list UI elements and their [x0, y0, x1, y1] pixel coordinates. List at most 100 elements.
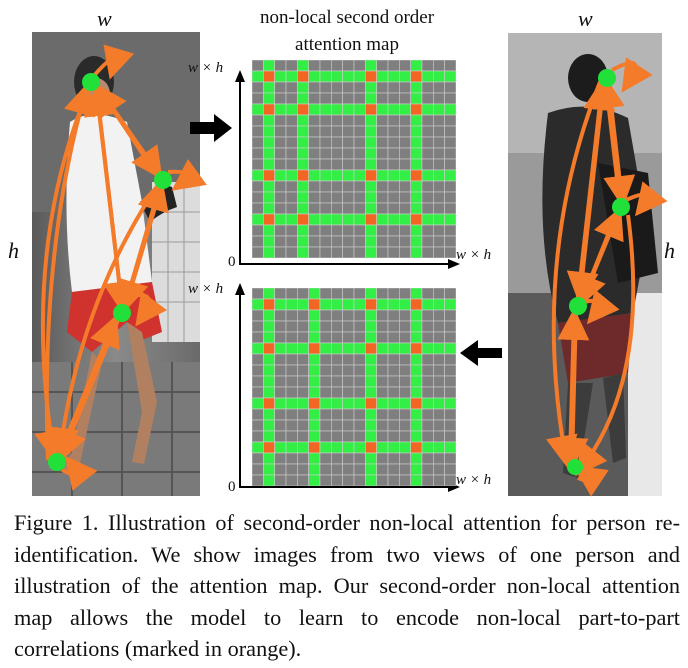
attention-cell [252, 81, 264, 94]
attention-cell [319, 158, 332, 171]
attention-cell [308, 309, 321, 322]
attention-cell [387, 309, 400, 322]
left-node-foot [48, 453, 66, 471]
attention-cell [387, 180, 400, 193]
attention-cell [421, 408, 434, 421]
attention-cell [331, 114, 343, 127]
attention-cell [342, 202, 355, 215]
attention-cell [433, 125, 445, 138]
attention-cell [365, 474, 377, 486]
attention-cell [308, 103, 321, 116]
attention-cell [353, 213, 366, 226]
attention-cell [353, 474, 366, 486]
attention-cell [410, 246, 423, 258]
attention-cell [297, 136, 309, 149]
attention-cell [274, 213, 287, 226]
attention-cell [274, 224, 287, 237]
attention-cell [342, 60, 355, 72]
attention-cell [433, 342, 445, 355]
attention-cell [376, 309, 389, 322]
attention-cell [399, 353, 411, 366]
attention-cell [319, 81, 332, 94]
attention-cell [387, 169, 400, 182]
attention-cell [433, 136, 445, 149]
attention-cell [274, 60, 287, 72]
attention-cell [319, 213, 332, 226]
attention-cell [399, 158, 411, 171]
attention-cell [444, 375, 456, 388]
attention-cell [297, 342, 309, 355]
attention-cell [376, 353, 389, 366]
attention-cell [308, 463, 321, 476]
attention-cell [285, 353, 298, 366]
attention-cell [353, 342, 366, 355]
attention-cell [444, 353, 456, 366]
attention-cell [331, 320, 343, 333]
attention-cell [399, 364, 411, 377]
attention-cell [399, 60, 411, 72]
attention-cell [410, 114, 423, 127]
attention-cell [274, 169, 287, 182]
attention-cell [376, 191, 389, 204]
attention-cell [285, 246, 298, 258]
attention-cell [387, 463, 400, 476]
attention-cell [421, 213, 434, 226]
attention-cell [308, 125, 321, 138]
attention-cell [285, 397, 298, 410]
attention-cell [252, 408, 264, 421]
attention-cell [387, 364, 400, 377]
attention-cell [319, 103, 332, 116]
attention-cell [342, 114, 355, 127]
attention-cell [297, 331, 309, 344]
attention-cell [308, 92, 321, 105]
attention-cell [297, 353, 309, 366]
attention-cell [297, 375, 309, 388]
attention-cell [444, 169, 456, 182]
attention-cell [410, 81, 423, 94]
attention-cell [263, 136, 275, 149]
attention-cell [274, 419, 287, 432]
attention-cell [353, 298, 366, 311]
attention-cell [308, 158, 321, 171]
attention-cell [399, 309, 411, 322]
attention-cell [297, 147, 309, 160]
attention-cell [353, 430, 366, 443]
attention-cell [421, 419, 434, 432]
attention-cell [410, 452, 423, 465]
attention-cell [319, 136, 332, 149]
attention-cell [297, 408, 309, 421]
attention-cell [263, 463, 275, 476]
attention-cell [274, 375, 287, 388]
top-map-origin: 0 [228, 254, 236, 270]
attention-cell [331, 298, 343, 311]
attention-cell [252, 70, 264, 83]
attention-cell [297, 92, 309, 105]
attention-cell [263, 191, 275, 204]
attention-cell [342, 386, 355, 399]
attention-cell [342, 298, 355, 311]
right-node-back [612, 198, 630, 216]
attention-cell [274, 103, 287, 116]
attention-cell [263, 92, 275, 105]
attention-cell [319, 298, 332, 311]
attention-cell [421, 353, 434, 366]
attention-cell [297, 114, 309, 127]
attention-cell [252, 331, 264, 344]
attention-cell [365, 224, 377, 237]
attention-cell [421, 191, 434, 204]
attention-cell [308, 136, 321, 149]
attention-cell [433, 103, 445, 116]
attention-cell [342, 70, 355, 83]
attention-cell [297, 224, 309, 237]
attention-cell [421, 298, 434, 311]
attention-cell [342, 81, 355, 94]
attention-cell [410, 309, 423, 322]
attention-cell [353, 309, 366, 322]
attention-cell [399, 92, 411, 105]
attention-cell [331, 309, 343, 322]
attention-cell [297, 430, 309, 443]
attention-cell [421, 169, 434, 182]
attention-cell [285, 125, 298, 138]
attention-cell [387, 213, 400, 226]
attention-cell [365, 235, 377, 248]
